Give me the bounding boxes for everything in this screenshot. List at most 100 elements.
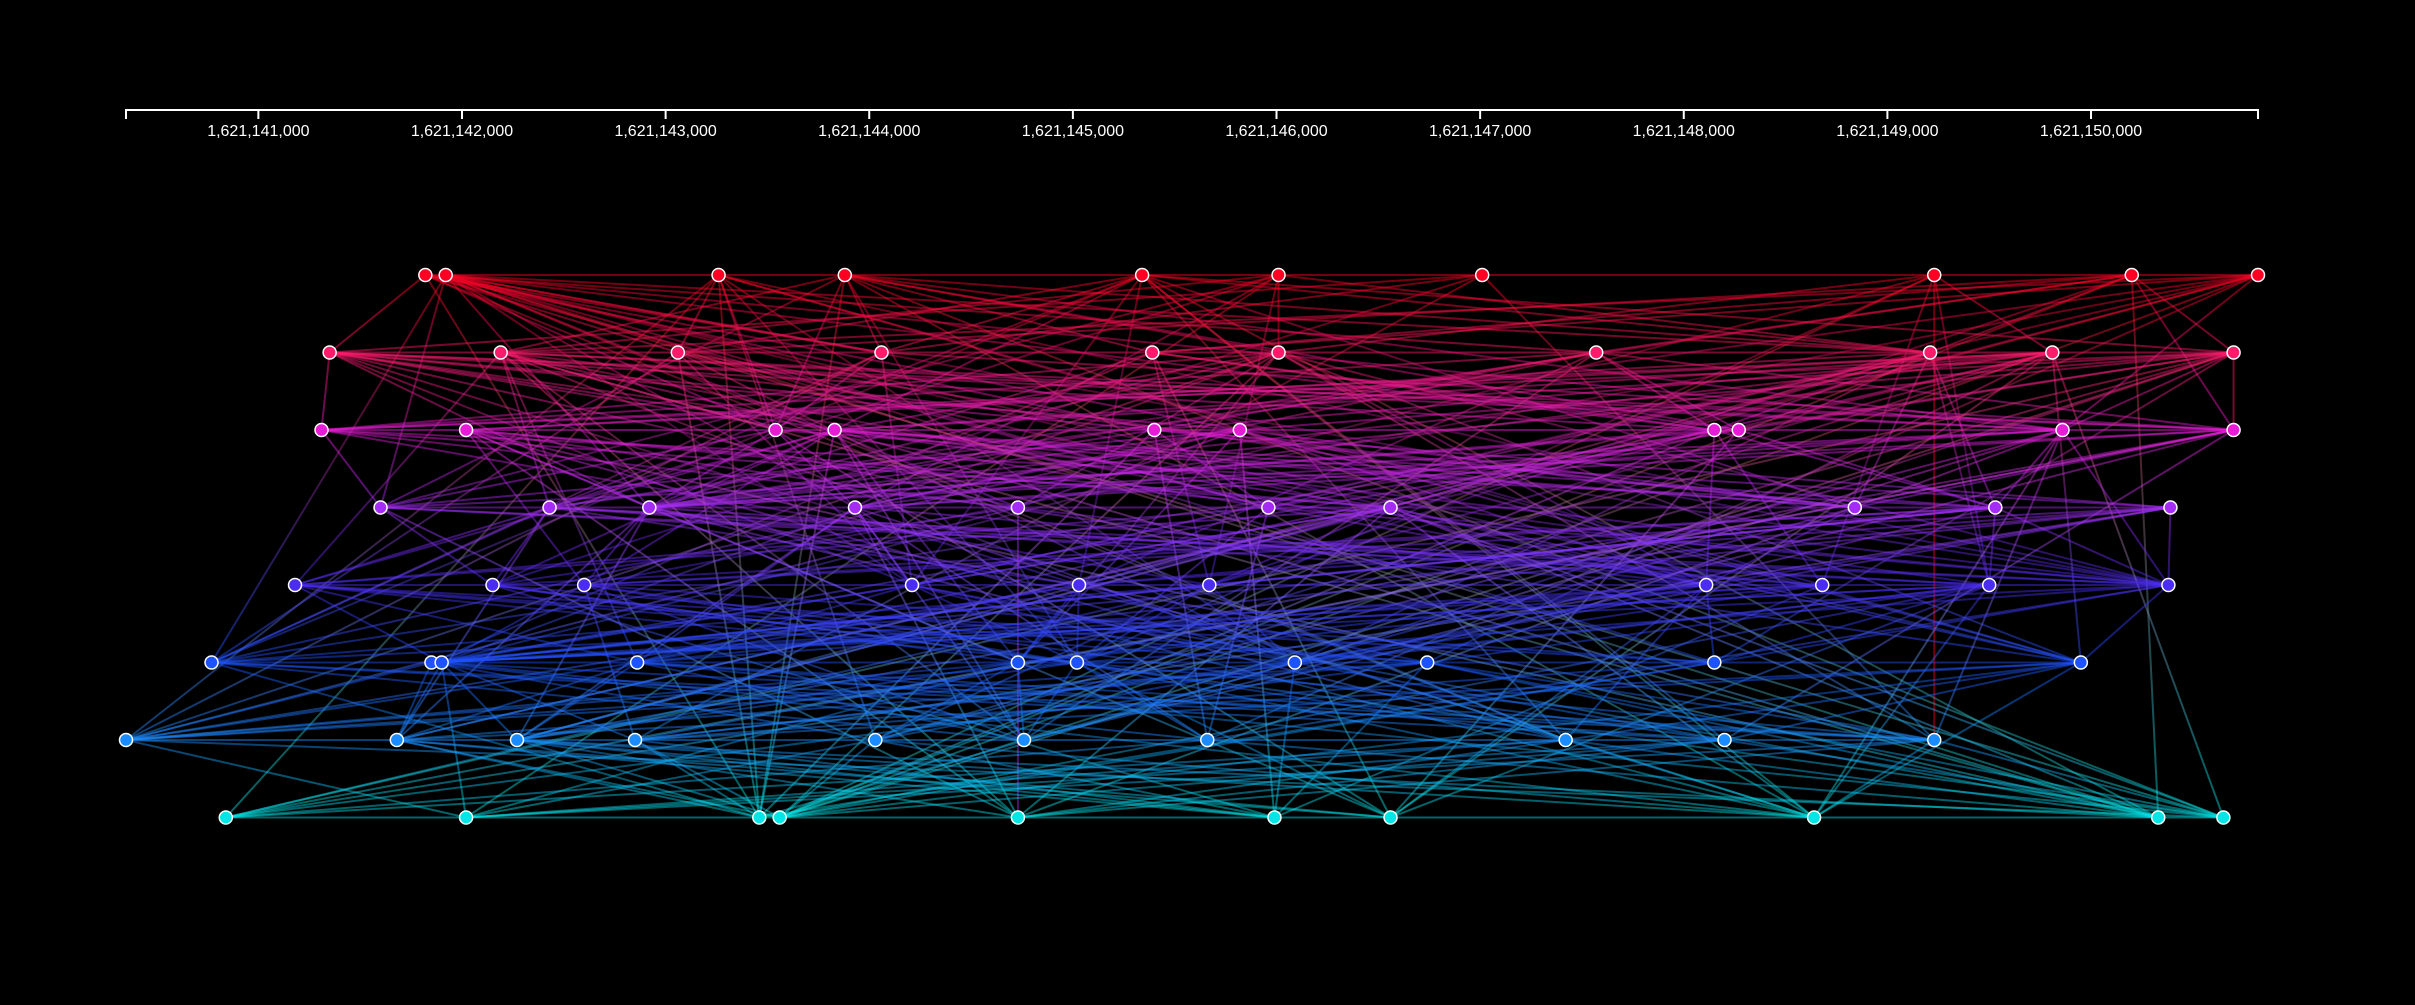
graph-node[interactable] (287, 577, 303, 593)
graph-node[interactable] (1267, 810, 1282, 825)
graph-node[interactable] (1588, 345, 1604, 360)
graph-node[interactable] (1988, 500, 2003, 515)
graph-node[interactable] (642, 500, 657, 515)
graph-node[interactable] (373, 500, 388, 515)
edge (1078, 506, 2171, 586)
graph-node[interactable] (509, 732, 525, 748)
graph-node[interactable] (2250, 267, 2266, 283)
edge (834, 351, 2053, 431)
graph-node[interactable] (752, 810, 767, 825)
graph-node[interactable] (2073, 655, 2089, 670)
edge (465, 429, 1391, 509)
graph-node[interactable] (1016, 732, 1032, 748)
graph-node[interactable] (629, 655, 645, 670)
graph-node[interactable] (314, 422, 329, 438)
graph-node[interactable] (2045, 345, 2060, 360)
graph-node[interactable] (1558, 732, 1573, 748)
edge (583, 506, 651, 586)
graph-node[interactable] (1200, 732, 1215, 748)
edge (125, 661, 432, 741)
graph-node[interactable] (772, 810, 787, 825)
graph-node[interactable] (2161, 577, 2176, 593)
edge (844, 274, 2063, 431)
graph-node[interactable] (1071, 577, 1087, 593)
graph-node[interactable] (1287, 655, 1303, 670)
x-tick-label: 1,621,142,000 (411, 123, 513, 140)
graph-node[interactable] (1271, 345, 1286, 360)
graph-node[interactable] (418, 267, 433, 283)
graph-node[interactable] (1010, 500, 1026, 515)
graph-node[interactable] (1010, 655, 1026, 670)
graph-node[interactable] (118, 732, 134, 748)
edge (2062, 351, 2234, 431)
x-tick-label: 1,621,150,000 (2040, 123, 2142, 140)
graph-node[interactable] (1474, 267, 1490, 283)
graph-node[interactable] (1731, 422, 1746, 438)
graph-node[interactable] (670, 345, 686, 360)
graph-node[interactable] (1010, 810, 1026, 825)
graph-node[interactable] (1981, 577, 1997, 593)
graph-node[interactable] (204, 655, 219, 670)
graph-node[interactable] (542, 500, 557, 515)
graph-node[interactable] (458, 810, 474, 825)
edge (1206, 274, 2259, 741)
graph-node[interactable] (1926, 267, 1942, 283)
graph-node[interactable] (1134, 267, 1150, 283)
graph-node[interactable] (1419, 655, 1435, 670)
graph-node[interactable] (1271, 267, 1286, 283)
graph-node[interactable] (2163, 500, 2178, 515)
edge (1933, 429, 2064, 741)
graph-node[interactable] (1707, 422, 1722, 438)
graph-node[interactable] (837, 267, 853, 283)
graph-node[interactable] (1232, 422, 1248, 438)
graph-node[interactable] (1202, 577, 1217, 593)
edge (211, 584, 1210, 664)
edge (321, 351, 2234, 431)
graph-node[interactable] (458, 422, 474, 438)
graph-node[interactable] (2055, 422, 2070, 438)
graph-node[interactable] (768, 422, 783, 438)
graph-node[interactable] (1806, 810, 1822, 825)
graph-node[interactable] (847, 500, 863, 515)
graph-node[interactable] (438, 267, 453, 283)
graph-node[interactable] (2226, 345, 2241, 360)
edge (225, 506, 2171, 819)
edge (320, 429, 382, 509)
graph-node[interactable] (1926, 732, 1942, 748)
graph-node[interactable] (1847, 500, 1863, 515)
graph-node[interactable] (576, 577, 592, 593)
edge (211, 429, 1241, 664)
graph-node[interactable] (904, 577, 920, 593)
graph-node[interactable] (1717, 732, 1732, 748)
graph-node[interactable] (1383, 500, 1398, 515)
graph-node[interactable] (711, 267, 726, 283)
graph-node[interactable] (485, 577, 500, 593)
graph-node[interactable] (1383, 810, 1398, 825)
edge (854, 351, 2053, 509)
edge (465, 429, 2169, 586)
graph-node[interactable] (827, 422, 842, 438)
graph-node[interactable] (1698, 577, 1714, 593)
graph-node[interactable] (493, 345, 508, 360)
graph-node[interactable] (2226, 422, 2241, 438)
graph-node[interactable] (1261, 500, 1276, 515)
graph-node[interactable] (389, 732, 405, 748)
graph-node[interactable] (868, 732, 883, 748)
graph-node[interactable] (2150, 810, 2166, 825)
graph-node[interactable] (322, 345, 337, 360)
graph-node[interactable] (1145, 345, 1160, 360)
graph-node[interactable] (1922, 345, 1938, 360)
graph-node[interactable] (2124, 267, 2139, 283)
edge (441, 429, 1739, 664)
graph-node[interactable] (1707, 655, 1722, 670)
edge (1564, 584, 1707, 741)
graph-node[interactable] (627, 732, 643, 748)
graph-node[interactable] (1069, 655, 1085, 670)
edge (717, 274, 877, 741)
graph-node[interactable] (874, 345, 889, 360)
graph-node[interactable] (2216, 810, 2231, 825)
graph-node[interactable] (218, 810, 234, 825)
graph-node[interactable] (434, 655, 449, 670)
graph-node[interactable] (1814, 577, 1830, 593)
graph-node[interactable] (1147, 422, 1162, 438)
